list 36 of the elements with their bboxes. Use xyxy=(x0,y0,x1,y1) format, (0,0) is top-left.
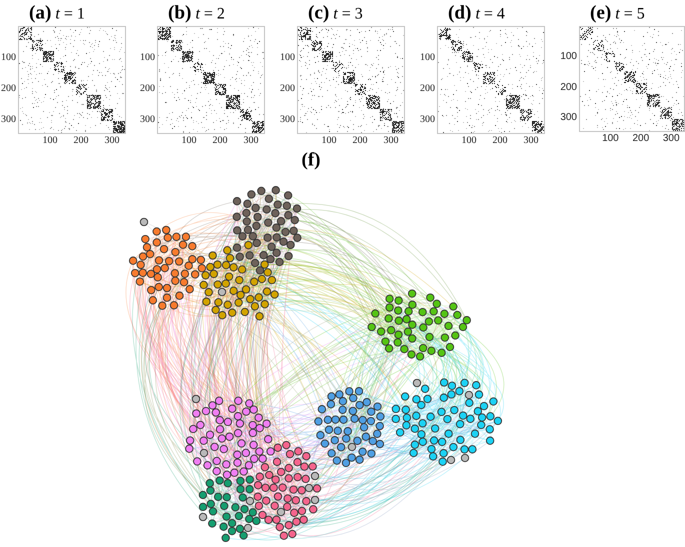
axis-tick-label: 200 xyxy=(73,136,88,146)
panel-title: (a) t = 1 xyxy=(29,3,85,23)
axis-tick-label: 200 xyxy=(212,136,228,146)
axis-tick-label: 300 xyxy=(662,134,680,144)
axis-tick-label: 200 xyxy=(632,134,650,144)
panel-label: (f) xyxy=(302,150,320,170)
axis-tick-label: 100 xyxy=(280,52,295,63)
axis-tick-label: 300 xyxy=(1,114,16,125)
axis-tick-label: 200 xyxy=(352,136,368,146)
axis-tick-label: 200 xyxy=(420,84,435,94)
axis-tick-label: 300 xyxy=(280,114,295,125)
axis-tick-label: 300 xyxy=(104,136,120,146)
axis-tick-label: 100 xyxy=(602,134,619,144)
axis-tick-label: 100 xyxy=(560,52,577,62)
panel-title: (b) t = 2 xyxy=(168,3,225,23)
axis-tick-label: 100 xyxy=(42,136,58,146)
axis-tick-label: 200 xyxy=(280,84,295,94)
axis-tick-label: 100 xyxy=(140,52,155,63)
axis-tick-label: 300 xyxy=(140,114,155,125)
panel-title: (e) t = 5 xyxy=(590,3,645,23)
axis-tick-label: 300 xyxy=(383,136,398,146)
axis-tick-label: 300 xyxy=(523,136,538,146)
axis-tick-label: 200 xyxy=(1,84,16,94)
axis-tick-label: 100 xyxy=(420,52,435,63)
panel-title: (d) t = 4 xyxy=(448,3,505,23)
axis-tick-label: 200 xyxy=(140,84,155,94)
axis-tick-label: 200 xyxy=(492,136,508,146)
axis-tick-label: 300 xyxy=(243,136,258,146)
axis-tick-label: 100 xyxy=(461,136,476,146)
axis-tick-label: 300 xyxy=(560,113,577,124)
axis-tick-label: 300 xyxy=(420,114,435,125)
axis-tick-label: 100 xyxy=(1,52,16,63)
axis-tick-label: 100 xyxy=(321,136,336,146)
panel-title: (c) t = 3 xyxy=(308,3,363,23)
axis-tick-label: 200 xyxy=(560,82,577,93)
axis-tick-label: 100 xyxy=(181,136,196,146)
